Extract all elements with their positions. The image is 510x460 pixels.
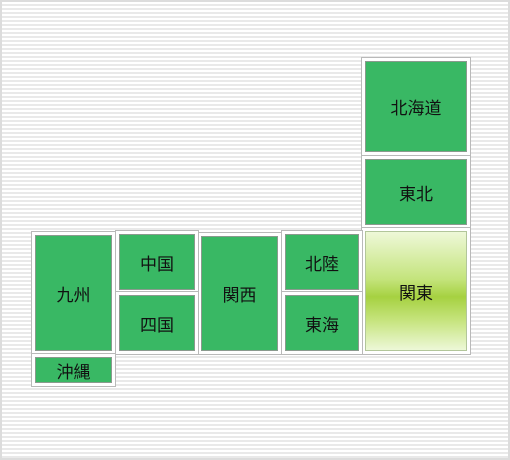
region-button-shikoku[interactable]: 四国 [116,292,198,354]
region-button-kansai[interactable]: 関西 [198,233,281,354]
region-button-tokai[interactable]: 東海 [282,292,362,354]
region-button-hokkaido[interactable]: 北海道 [362,58,470,155]
region-button-kyushu[interactable]: 九州 [32,232,115,354]
region-button-hokuriku[interactable]: 北陸 [282,231,362,293]
region-button-kanto[interactable]: 関東 [362,228,470,354]
region-label-tohoku: 東北 [399,184,433,205]
region-label-shikoku: 四国 [140,315,174,336]
region-label-okinawa: 沖縄 [56,362,91,383]
region-label-hokuriku: 北陸 [305,254,339,275]
region-label-kanto: 関東 [399,283,433,304]
region-label-tokai: 東海 [305,315,339,336]
region-button-okinawa[interactable]: 沖縄 [32,354,115,386]
region-label-kansai: 関西 [222,286,257,306]
region-button-tohoku[interactable]: 東北 [362,156,470,228]
region-label-chugoku: 中国 [140,254,174,275]
region-label-kyushu: 九州 [56,285,91,306]
region-button-chugoku[interactable]: 中国 [116,231,198,293]
region-label-hokkaido: 北海道 [390,99,442,119]
